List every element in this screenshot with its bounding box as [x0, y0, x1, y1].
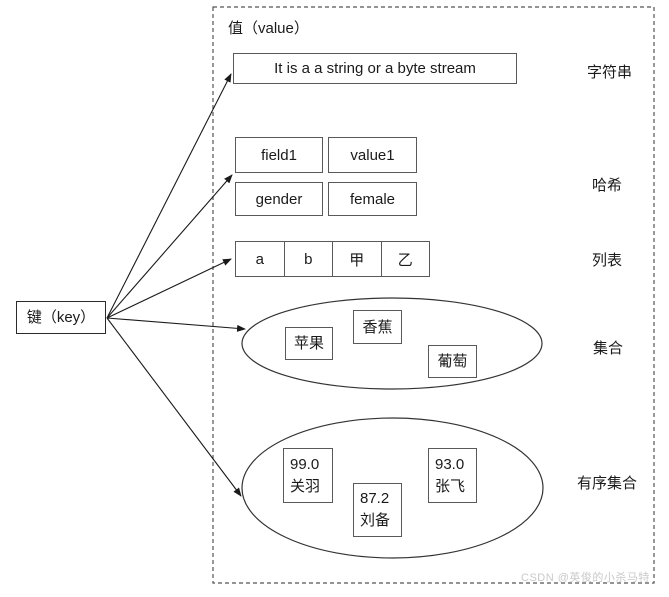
arrow-key-to-hash [106, 174, 233, 319]
list-cell: 甲 [332, 242, 381, 276]
sorted-set-score-1: 99.0 [290, 455, 320, 473]
list-item-4: 乙 [397, 251, 413, 269]
value-group-title: 值（value） [228, 20, 309, 37]
sorted-set-member-1: 关羽 [290, 477, 321, 495]
value-group-dashed-border [212, 6, 655, 584]
set-member-1: 苹果 [293, 335, 324, 352]
hash-value2: female [349, 190, 396, 208]
string-value-text: It is a a string or a byte stream [274, 60, 476, 77]
arrow-key-to-set [106, 317, 246, 332]
list-item-1: a [255, 250, 264, 268]
hash-field-box: gender [235, 182, 323, 216]
key-label: 键（key） [26, 309, 96, 326]
list-cell: a [236, 242, 284, 276]
list-cell: 乙 [380, 242, 430, 276]
type-label-list: 列表 [592, 252, 623, 269]
list-item-2: b [304, 250, 313, 268]
arrow-key-to-sorted-set [106, 317, 242, 497]
set-member-2: 香蕉 [362, 318, 393, 336]
list-row: a b 甲 乙 [235, 241, 430, 277]
type-label-string: 字符串 [587, 64, 633, 81]
watermark-text: CSDN @英俊的小杀马特 [521, 572, 650, 584]
hash-value-box: value1 [328, 137, 417, 173]
list-item-3: 甲 [349, 251, 365, 269]
sorted-set-member-box: 93.0 张飞 [428, 448, 477, 503]
type-label-set: 集合 [593, 340, 624, 357]
hash-field2: gender [255, 190, 303, 208]
set-member-box: 葡萄 [428, 345, 477, 378]
sorted-set-score-2: 87.2 [360, 490, 390, 508]
set-member-box: 香蕉 [353, 310, 402, 344]
set-member-3: 葡萄 [437, 353, 468, 370]
sorted-set-member-box: 99.0 关羽 [283, 448, 333, 503]
sorted-set-score-3: 93.0 [435, 455, 465, 473]
hash-field-box: field1 [235, 137, 323, 173]
arrow-key-to-list [106, 258, 232, 319]
set-member-box: 苹果 [285, 327, 333, 360]
sorted-set-member-box: 87.2 刘备 [353, 483, 402, 537]
sorted-set-member-2: 刘备 [360, 512, 391, 529]
arrow-key-to-string [106, 73, 232, 319]
key-box: 键（key） [16, 301, 106, 334]
hash-value1: value1 [350, 146, 395, 164]
string-value-box: It is a a string or a byte stream [233, 53, 517, 84]
hash-field1: field1 [261, 146, 297, 164]
type-label-sorted-set: 有序集合 [577, 475, 638, 492]
list-cell: b [283, 242, 333, 276]
type-label-hash: 哈希 [592, 177, 623, 194]
sorted-set-ellipse [241, 417, 544, 559]
set-ellipse [241, 297, 543, 390]
sorted-set-member-3: 张飞 [435, 477, 466, 495]
hash-value-box: female [328, 182, 417, 216]
